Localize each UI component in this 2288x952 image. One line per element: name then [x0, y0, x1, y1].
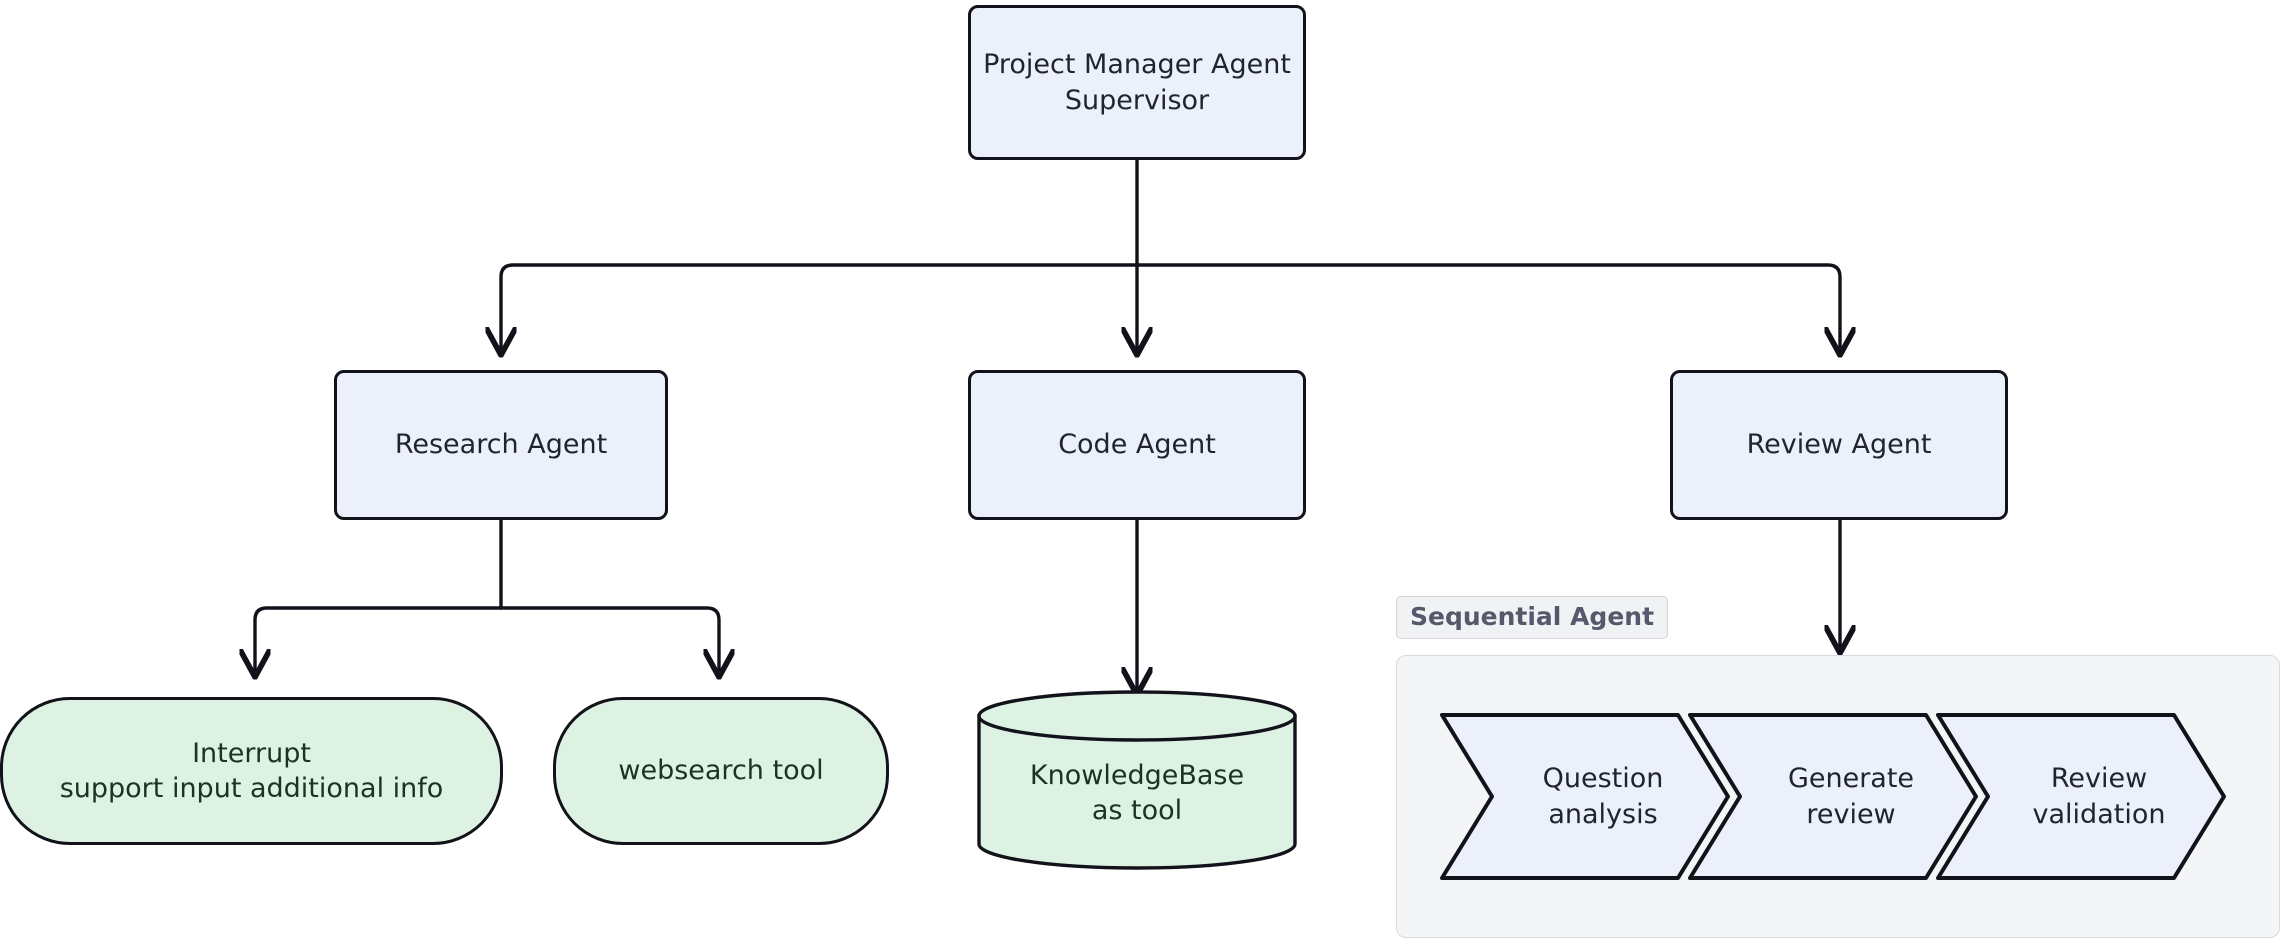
node-knowledgebase[interactable]: KnowledgeBase as tool [976, 690, 1298, 870]
edge-supervisor-to-review-agent [1135, 263, 1840, 350]
node-websearch-tool-label: websearch tool [618, 755, 824, 787]
node-research-agent[interactable]: Research Agent [334, 370, 668, 520]
node-question-analysis-label: Question analysis [1542, 763, 1664, 830]
node-supervisor-label: Project Manager Agent Supervisor [983, 49, 1291, 116]
node-supervisor[interactable]: Project Manager Agent Supervisor [968, 5, 1306, 160]
node-research-agent-label: Research Agent [394, 429, 608, 461]
node-question-analysis[interactable]: Question analysis [1440, 713, 1730, 880]
node-generate-review[interactable]: Generate review [1688, 713, 1978, 880]
subgraph-sequential-agent-title: Sequential Agent [1396, 596, 1669, 639]
node-generate-review-label: Generate review [1787, 763, 1915, 830]
node-review-validation-label: Review validation [2032, 763, 2166, 830]
node-interrupt-label: Interrupt support input additional info [59, 737, 444, 804]
node-interrupt[interactable]: Interrupt support input additional info [0, 697, 503, 845]
edge-research-agent-to-interrupt [255, 606, 503, 672]
chevron-shape [1936, 713, 2226, 880]
node-code-agent-label: Code Agent [1058, 429, 1216, 461]
edge-supervisor-to-research-agent [501, 263, 1139, 350]
cylinder-shape [977, 690, 1297, 870]
chevron-shape [1688, 713, 1978, 880]
node-review-validation[interactable]: Review validation [1936, 713, 2226, 880]
chevron-shape [1440, 713, 1730, 880]
node-review-agent[interactable]: Review Agent [1670, 370, 2008, 520]
node-websearch-tool[interactable]: websearch tool [553, 697, 889, 845]
edge-research-agent-to-websearch [499, 606, 719, 672]
node-review-agent-label: Review Agent [1746, 429, 1932, 461]
node-code-agent[interactable]: Code Agent [968, 370, 1306, 520]
node-knowledgebase-label: KnowledgeBase as tool [1029, 759, 1245, 826]
